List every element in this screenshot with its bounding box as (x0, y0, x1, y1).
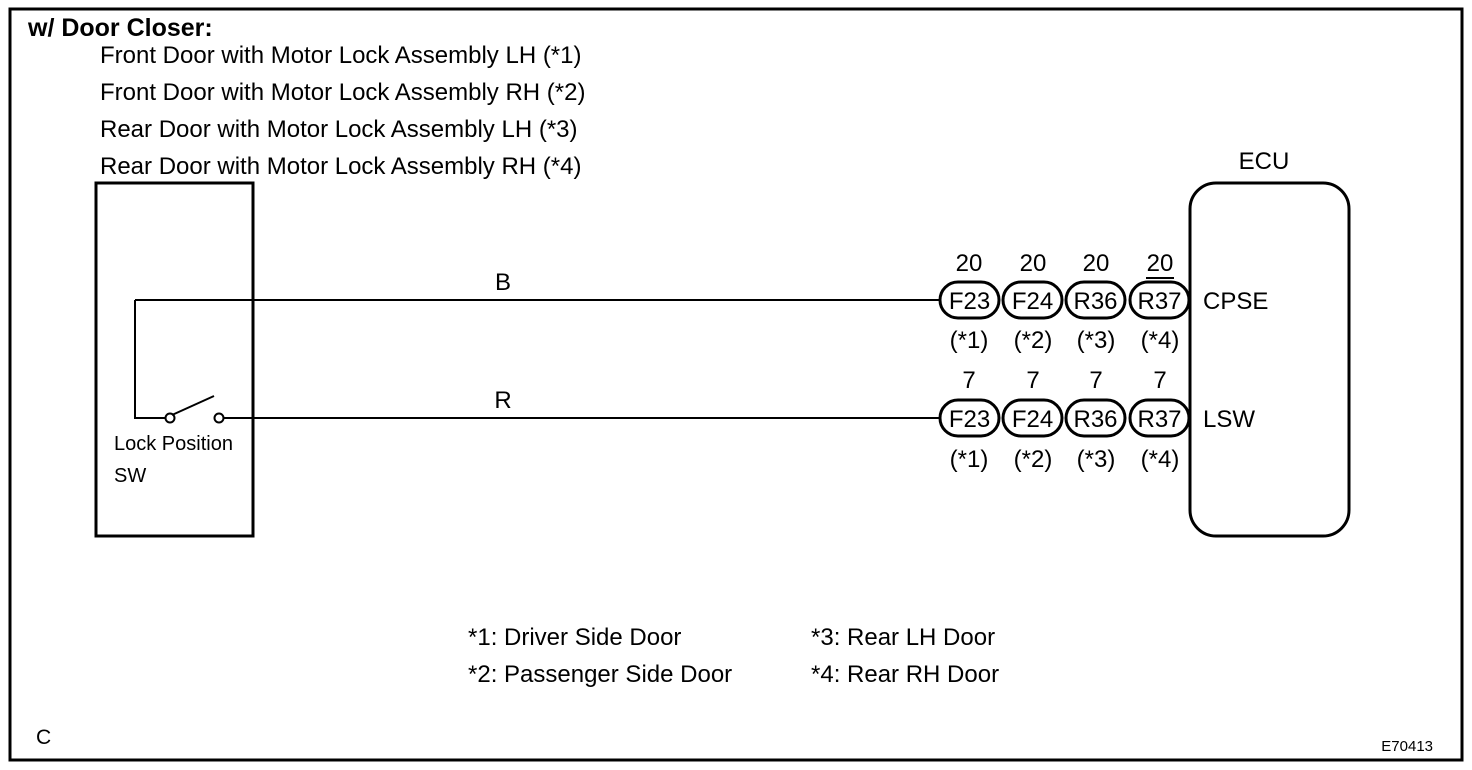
connector-note: (*2) (1014, 327, 1053, 354)
ecu-label: ECU (1239, 148, 1290, 175)
legend-item: *2: Passenger Side Door (468, 661, 732, 688)
connector-note: (*1) (950, 446, 989, 473)
pin-number: 20 (956, 250, 983, 277)
pin-number: 20 (1020, 250, 1047, 277)
switch-label-line2: SW (114, 465, 146, 487)
legend-item: *1: Driver Side Door (468, 624, 681, 651)
legend-item: *3: Rear LH Door (811, 624, 995, 651)
connector-r36 (1064, 280, 1127, 320)
assembly-label-rear-lh: Rear Door with Motor Lock Assembly LH (*… (100, 116, 578, 143)
assembly-label-front-rh: Front Door with Motor Lock Assembly RH (… (100, 79, 585, 106)
diagram-title: w/ Door Closer: (27, 14, 213, 42)
connector-label: R37 (1137, 406, 1181, 433)
connector-f24 (1001, 280, 1064, 320)
connector-r36 (1064, 398, 1127, 438)
assembly-label-rear-rh: Rear Door with Motor Lock Assembly RH (*… (100, 153, 581, 180)
pin-number: 7 (1026, 367, 1039, 394)
connector-label: F24 (1012, 288, 1053, 315)
ecu-box (1188, 181, 1351, 538)
connector-f23 (938, 398, 1001, 438)
connector-note: (*3) (1077, 446, 1116, 473)
switch-common-wire (134, 300, 167, 419)
legend-item: *4: Rear RH Door (811, 661, 999, 688)
connector-note: (*3) (1077, 327, 1116, 354)
pin-number: 7 (1089, 367, 1102, 394)
figure-id: E70413 (1381, 738, 1433, 755)
assembly-label-front-lh: Front Door with Motor Lock Assembly LH (… (100, 42, 582, 69)
connector-f23 (938, 280, 1001, 320)
ecu-terminal-lsw: LSW (1203, 406, 1255, 433)
diagram-frame (8, 7, 1464, 762)
connector-note: (*2) (1014, 446, 1053, 473)
pin-number: 20 (1083, 250, 1110, 277)
lock-assembly-box (94, 181, 255, 538)
ecu-terminal-cpse: CPSE (1203, 288, 1268, 315)
switch-contact-right (213, 412, 225, 424)
connector-label: F24 (1012, 406, 1053, 433)
switch-contact-left (164, 412, 176, 424)
connector-note: (*1) (950, 327, 989, 354)
connector-label: F23 (949, 406, 990, 433)
pin-number: 20 (1147, 250, 1174, 277)
pin-number: 7 (1153, 367, 1166, 394)
switch-lever (171, 395, 215, 416)
wire-top-color-label: B (495, 269, 511, 296)
connector-label: F23 (949, 288, 990, 315)
switch-label-line1: Lock Position (114, 433, 233, 455)
wire-bottom-color-label: R (494, 387, 511, 414)
connector-f24 (1001, 398, 1064, 438)
corner-code: C (36, 726, 51, 749)
connector-label: R36 (1073, 288, 1117, 315)
connector-label: R36 (1073, 406, 1117, 433)
pin-number: 7 (962, 367, 975, 394)
connector-note: (*4) (1141, 446, 1180, 473)
connector-label: R37 (1137, 288, 1181, 315)
connector-note: (*4) (1141, 327, 1180, 354)
